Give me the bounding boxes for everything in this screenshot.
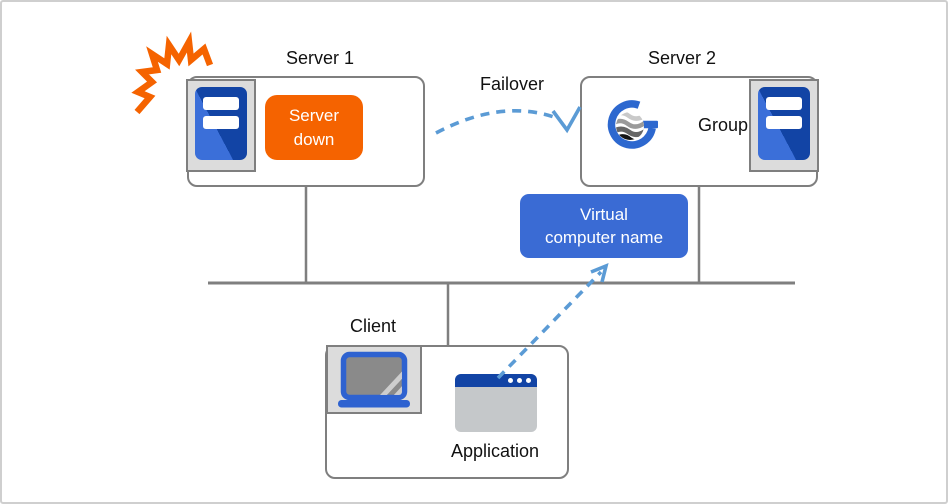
- failover-arrow: [435, 106, 582, 135]
- laptop-icon: [326, 345, 422, 414]
- application-titlebar: [455, 374, 537, 387]
- server-slot-bar: [766, 116, 802, 129]
- server-tower-art: [758, 87, 810, 160]
- application-window-icon: [455, 374, 537, 432]
- server-down-line1: Server: [288, 106, 340, 126]
- group-logo-icon: [607, 100, 658, 149]
- server1-tower-icon: [186, 79, 256, 172]
- window-dot-icon: [526, 378, 531, 383]
- group-label: Group: [698, 115, 749, 135]
- server1-title: Server 1: [285, 48, 355, 68]
- window-dot-icon: [508, 378, 513, 383]
- virtual-computer-name-badge: Virtual computer name: [520, 194, 688, 258]
- virtual-name-line1: Virtual: [580, 204, 628, 224]
- server-slot-bar: [203, 97, 239, 110]
- window-dot-icon: [517, 378, 522, 383]
- failover-label: Failover: [479, 74, 545, 94]
- server2-title: Server 2: [647, 48, 717, 68]
- laptop-art: [338, 351, 410, 408]
- server-down-line2: down: [293, 129, 335, 149]
- client-title: Client: [349, 316, 397, 336]
- application-label: Application: [450, 441, 540, 461]
- server-down-badge: Server down: [265, 95, 363, 160]
- server2-tower-icon: [749, 79, 819, 172]
- virtual-name-line2: computer name: [544, 228, 664, 247]
- server-tower-art: [195, 87, 247, 160]
- server-slot-bar: [766, 97, 802, 110]
- server-slot-bar: [203, 116, 239, 129]
